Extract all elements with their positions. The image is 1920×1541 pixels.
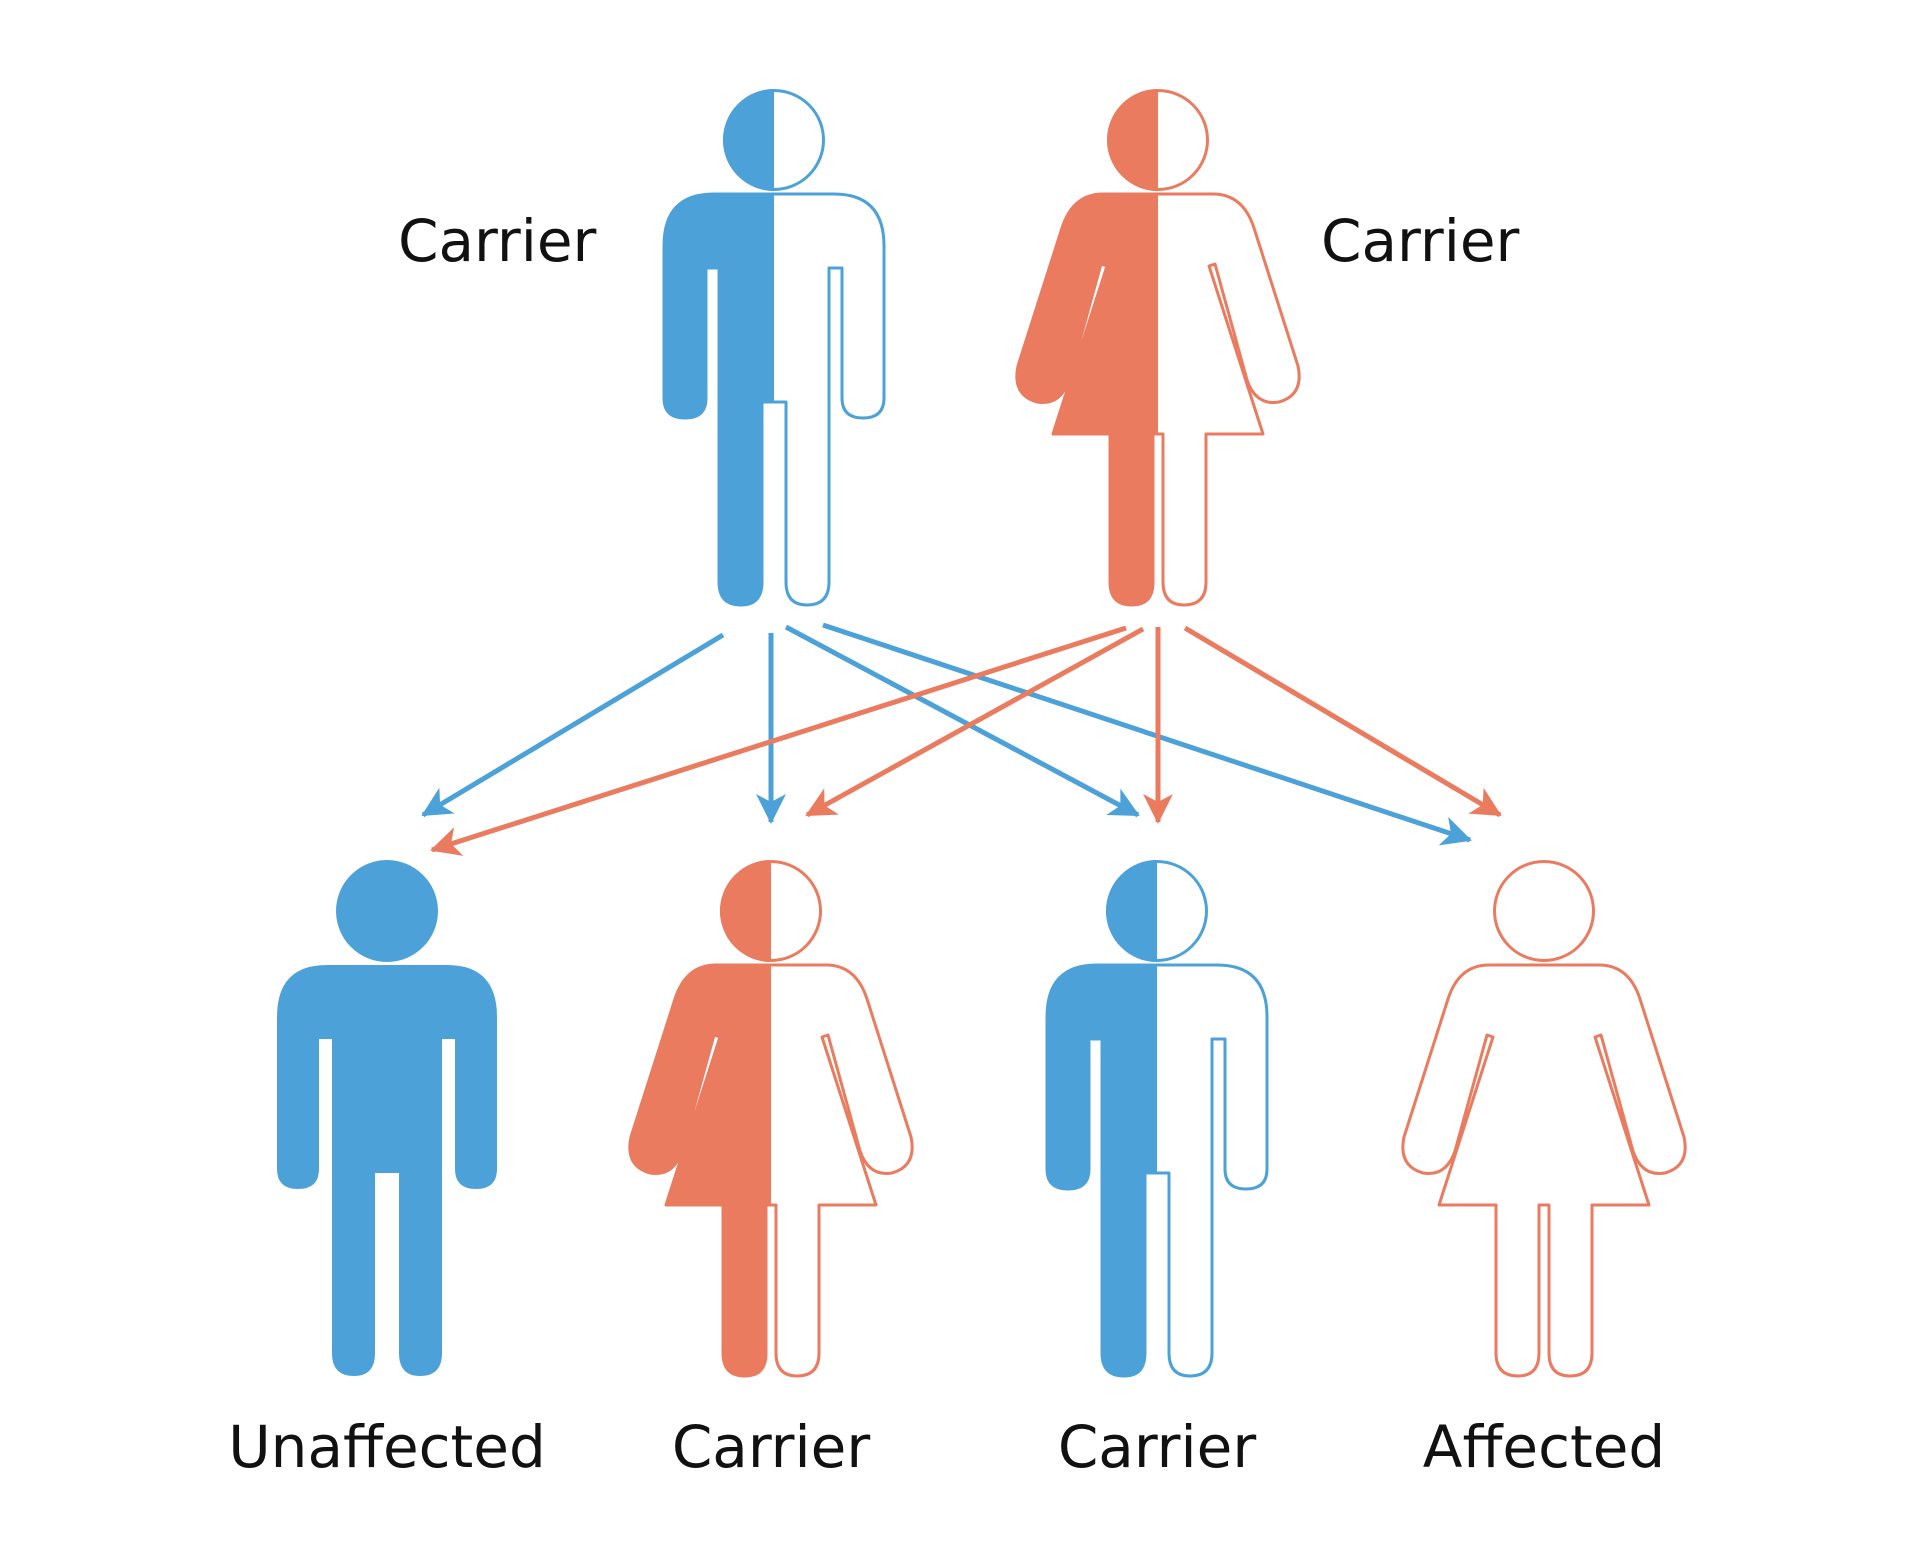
body-half-icon bbox=[1016, 194, 1158, 605]
child-2-figure-icon bbox=[1045, 860, 1269, 1378]
child-1-figure-icon bbox=[628, 860, 914, 1378]
body-icon bbox=[277, 965, 497, 1376]
head-outline-icon bbox=[1493, 860, 1595, 962]
father-to-child-2-arrow-icon bbox=[784, 624, 1140, 818]
head-half-icon bbox=[1107, 89, 1158, 191]
head-half-icon bbox=[1106, 860, 1157, 962]
child-unaffected-label: Unaffected bbox=[228, 1413, 546, 1481]
mother-figure-icon bbox=[1015, 89, 1301, 607]
head-half-icon bbox=[720, 860, 771, 962]
head-half-icon bbox=[723, 89, 774, 191]
child-carrier-son-label: Carrier bbox=[1057, 1413, 1257, 1481]
father-to-child-3-arrow-icon bbox=[822, 622, 1472, 846]
carrier-half-fill bbox=[629, 860, 771, 1376]
carrier-half-fill bbox=[1047, 860, 1157, 1376]
mother-label: Carrier bbox=[1321, 207, 1520, 275]
mother-to-child-1-arrow-icon bbox=[805, 626, 1145, 818]
child-carrier-daughter-label: Carrier bbox=[671, 1413, 871, 1481]
body-half-icon bbox=[1047, 965, 1157, 1376]
carrier-half-fill bbox=[1016, 89, 1158, 605]
father-label: Carrier bbox=[398, 207, 597, 275]
mother-to-child-3-arrow-icon bbox=[1183, 625, 1502, 818]
body-half-icon bbox=[664, 194, 774, 605]
child-affected-label: Affected bbox=[1422, 1413, 1666, 1481]
head-icon bbox=[336, 860, 438, 962]
father-figure-icon bbox=[662, 89, 886, 607]
child-0-figure-icon bbox=[277, 860, 497, 1376]
body-half-icon bbox=[629, 965, 771, 1376]
child-3-figure-icon bbox=[1401, 860, 1687, 1378]
figures-layer bbox=[277, 89, 1687, 1378]
father-to-child-0-arrow-icon bbox=[421, 632, 725, 818]
carrier-half-fill bbox=[664, 89, 774, 605]
mother-to-child-0-arrow-icon bbox=[430, 625, 1127, 856]
body-outline-icon bbox=[1401, 963, 1687, 1378]
arrows-layer bbox=[421, 622, 1502, 856]
